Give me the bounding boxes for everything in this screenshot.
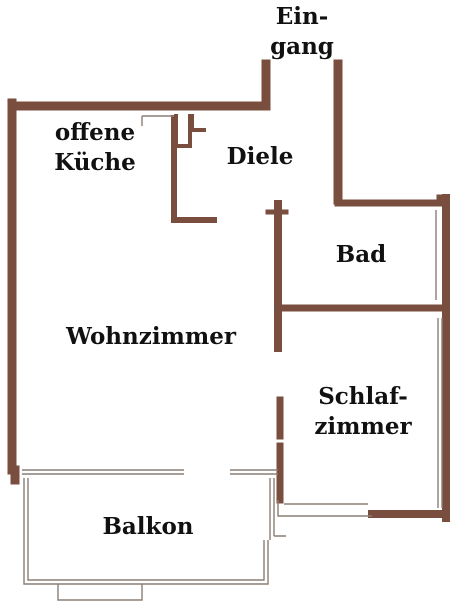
room-label-diele: Diele xyxy=(226,143,294,170)
room-label-eingang-line-2: gang xyxy=(270,33,334,60)
schlafzimmer-window xyxy=(437,318,443,508)
wall-north-bad xyxy=(334,194,444,207)
balcony-window xyxy=(57,584,143,601)
room-label-eingang: Ein- gang xyxy=(262,2,342,62)
room-label-schlafzimmer-line-1: Schlaf- xyxy=(318,383,408,410)
kitchen-window xyxy=(141,115,174,126)
window-lines xyxy=(22,115,443,601)
room-label-bad: Bad xyxy=(335,241,387,268)
kitchen-partition xyxy=(171,115,217,223)
room-label-offene-kueche: offene Küche xyxy=(40,118,150,178)
outer-wall-west xyxy=(7,98,20,485)
room-label-wohnzimmer: Wohnzimmer xyxy=(66,323,236,350)
balcony-east-lines xyxy=(269,478,372,540)
room-label-eingang-line-1: Ein- xyxy=(275,3,329,30)
balcony-railing xyxy=(23,478,269,585)
room-label-schlafzimmer: Schlaf- zimmer xyxy=(304,382,422,442)
room-label-balkon: Balkon xyxy=(102,513,194,540)
outer-wall-north xyxy=(7,59,271,111)
balcony-door-line xyxy=(22,469,278,475)
room-label-kueche-line-2: Küche xyxy=(54,149,136,176)
shaft xyxy=(174,114,206,148)
room-label-kueche-line-1: offene xyxy=(54,119,136,146)
walls xyxy=(7,59,450,522)
room-label-schlafzimmer-line-2: zimmer xyxy=(314,413,412,440)
